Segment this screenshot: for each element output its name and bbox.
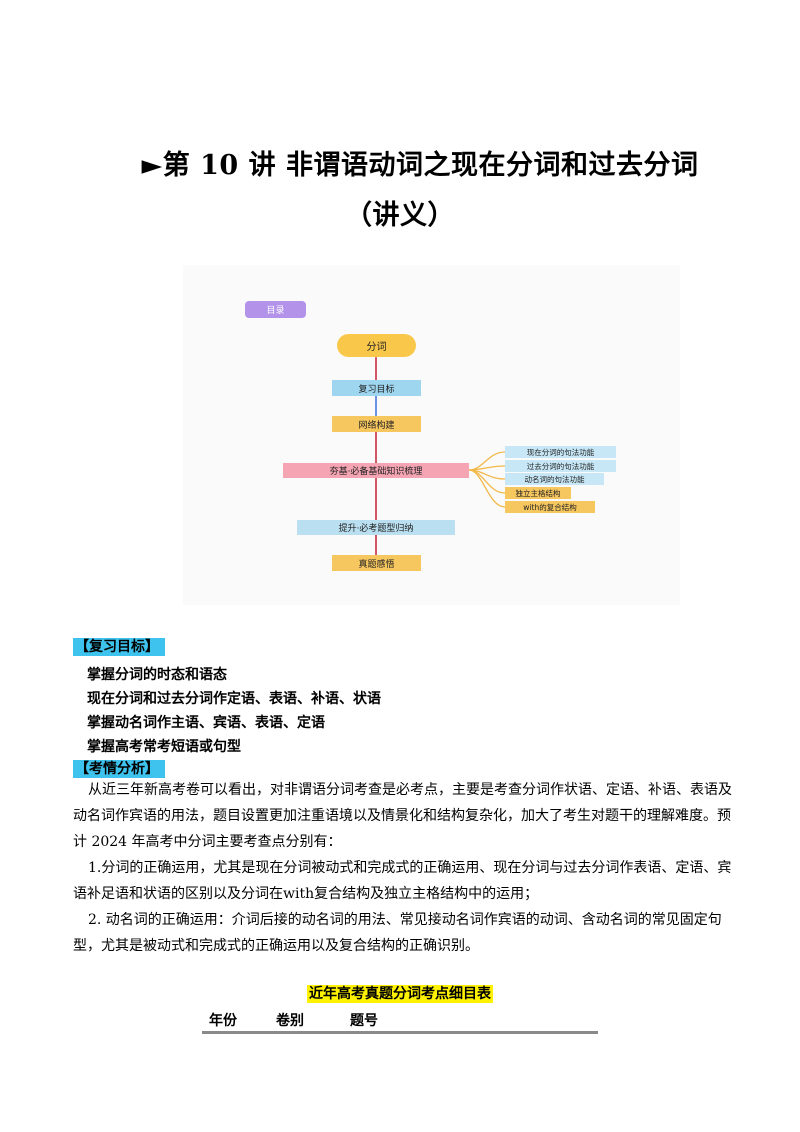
- branch-node: 独立主格结构: [505, 487, 571, 499]
- step-node: 网络构建: [332, 416, 421, 432]
- analysis-point-2: 2. 动名词的正确运用：介词后接的动名词的用法、常见接动名词作宾语的动词、含动名…: [73, 912, 722, 954]
- branch-node: 动名词的句法功能: [505, 473, 604, 485]
- table-header-question: 题号: [350, 1013, 378, 1029]
- analysis-paragraph: 从近三年新高考卷可以看出，对非谓语分词考查是必考点，主要是考查分词作状语、定语、…: [73, 782, 732, 850]
- review-goal-item: 掌握动名词作主语、宾语、表语、定语: [87, 715, 325, 731]
- analysis-point-1: 1.分词的正确运用，尤其是现在分词被动式和完成式的正确运用、现在分词与过去分词作…: [73, 860, 732, 902]
- branch-node: 过去分词的句法功能: [505, 460, 616, 472]
- review-goal-item: 掌握高考常考短语或句型: [87, 739, 241, 755]
- lecture-subtitle: （讲义）: [345, 200, 455, 231]
- root-node: 分词: [337, 334, 416, 357]
- toc-label: 目录: [245, 301, 306, 318]
- review-goals-tag: 【复习目标】: [73, 638, 165, 656]
- review-goal-item: 现在分词和过去分词作定语、表语、补语、状语: [87, 691, 381, 707]
- table-header-rule: [202, 1031, 598, 1034]
- branch-node: with的复合结构: [505, 501, 595, 513]
- table-header-paper: 卷别: [276, 1013, 304, 1029]
- table-header-year: 年份: [209, 1013, 237, 1029]
- step-node: 复习目标: [332, 380, 421, 396]
- branch-node: 现在分词的句法功能: [505, 446, 616, 458]
- step-node: 夯基·必备基础知识梳理: [283, 463, 469, 478]
- lecture-title: ►第 10 讲 非谓语动词之现在分词和过去分词: [141, 150, 699, 181]
- review-goal-item: 掌握分词的时态和语态: [87, 667, 227, 683]
- table-title: 近年高考真题分词考点细目表: [307, 985, 493, 1003]
- step-node: 提升·必考题型归纳: [297, 520, 455, 535]
- mind-map: 目录 分词 复习目标 网络构建 夯基·必备基础知识梳理 提升·必考题型归纳 真题…: [183, 265, 680, 605]
- analysis-tag: 【考情分析】: [73, 760, 165, 778]
- step-node: 真题感悟: [332, 555, 421, 571]
